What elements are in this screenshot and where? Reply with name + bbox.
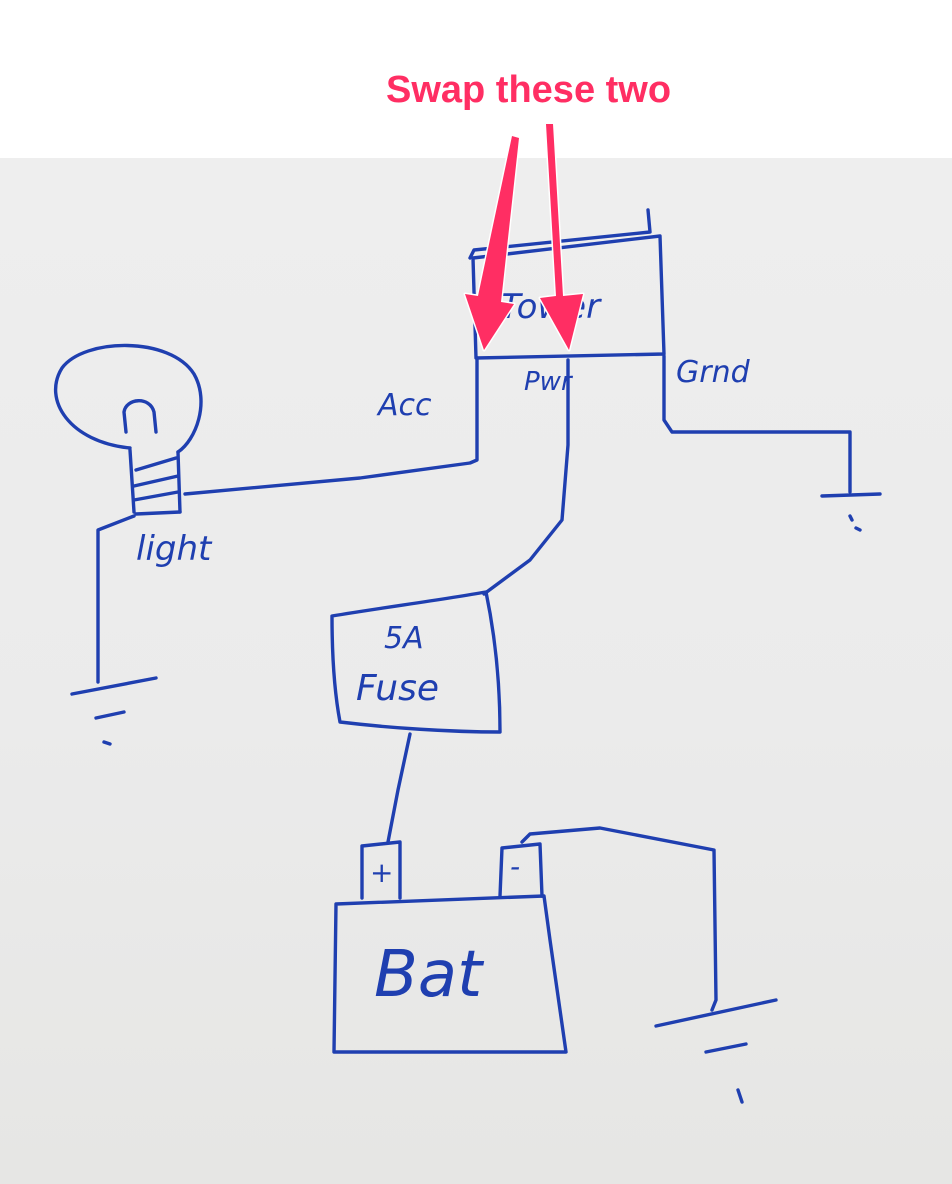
- pin-acc-label: Acc: [376, 388, 432, 423]
- battery-positive-label: +: [370, 856, 393, 889]
- pin-gnd-label: Grnd: [676, 355, 751, 390]
- fuse-box: [330, 590, 502, 734]
- wire-pwr-to-fuse: [482, 358, 570, 596]
- ground-symbol-light: [70, 676, 158, 746]
- wire-acc-to-light: [183, 356, 479, 496]
- wire-light-to-ground: [96, 514, 136, 684]
- arrow-to-acc-pin: [463, 134, 521, 352]
- pin-pwr-label: Pwr: [524, 367, 574, 397]
- light-bulb: [53, 343, 203, 516]
- light-label: light: [136, 529, 213, 569]
- ground-symbol-battery: [654, 998, 778, 1104]
- battery-label: Bat: [374, 938, 485, 1012]
- annotation-swap-text: Swap these two: [386, 69, 671, 111]
- ground-symbol-relay: [820, 492, 882, 532]
- wire-fuse-to-battery: [386, 732, 412, 844]
- battery: [332, 840, 568, 1054]
- fuse-name-label: Fuse: [356, 668, 439, 709]
- annotation-arrows: [463, 122, 585, 352]
- fuse-rating-label: 5A: [384, 621, 424, 656]
- battery-positive-terminal: [360, 840, 402, 900]
- wire-gnd-to-ground: [662, 354, 852, 494]
- arrow-to-pwr-pin: [538, 122, 585, 352]
- wire-battery-to-ground: [520, 826, 718, 1012]
- battery-negative-label: -: [510, 850, 520, 883]
- battery-negative-terminal: [498, 842, 544, 898]
